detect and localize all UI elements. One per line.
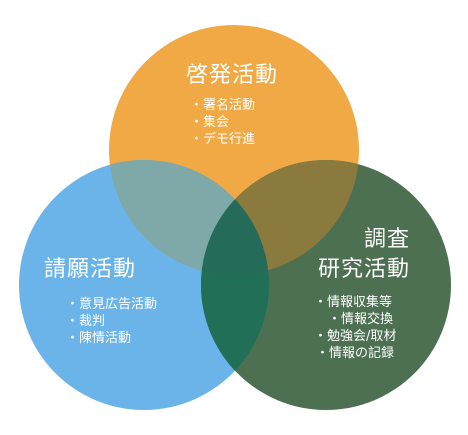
- list-item: 情報の記録: [314, 345, 396, 362]
- enlightenment-items: 署名活動 集会 デモ行進: [190, 97, 255, 148]
- petition-title: 請願活動: [44, 257, 137, 282]
- list-item: 集会: [190, 114, 255, 131]
- list-item: 裁判: [66, 313, 157, 330]
- list-item: 情報収集等: [314, 294, 396, 311]
- research-title-line2: 研究活動: [318, 257, 411, 282]
- overlap-enlightenment-research: [201, 160, 359, 275]
- research-items: 情報収集等 情報交換 勉強会/取材 情報の記録: [314, 294, 396, 362]
- research-title-line1: 調査: [364, 227, 411, 252]
- enlightenment-title: 啓発活動: [186, 63, 279, 88]
- list-item: 勉強会/取材: [314, 328, 396, 345]
- overlap-enlightenment-petition: [109, 160, 269, 275]
- list-item: 陳情活動: [66, 330, 157, 347]
- list-item: 署名活動: [190, 97, 255, 114]
- list-item: 情報交換: [314, 311, 396, 328]
- petition-items: 意見広告活動 裁判 陳情活動: [66, 296, 157, 347]
- list-item: デモ行進: [190, 131, 255, 148]
- list-item: 意見広告活動: [66, 296, 157, 313]
